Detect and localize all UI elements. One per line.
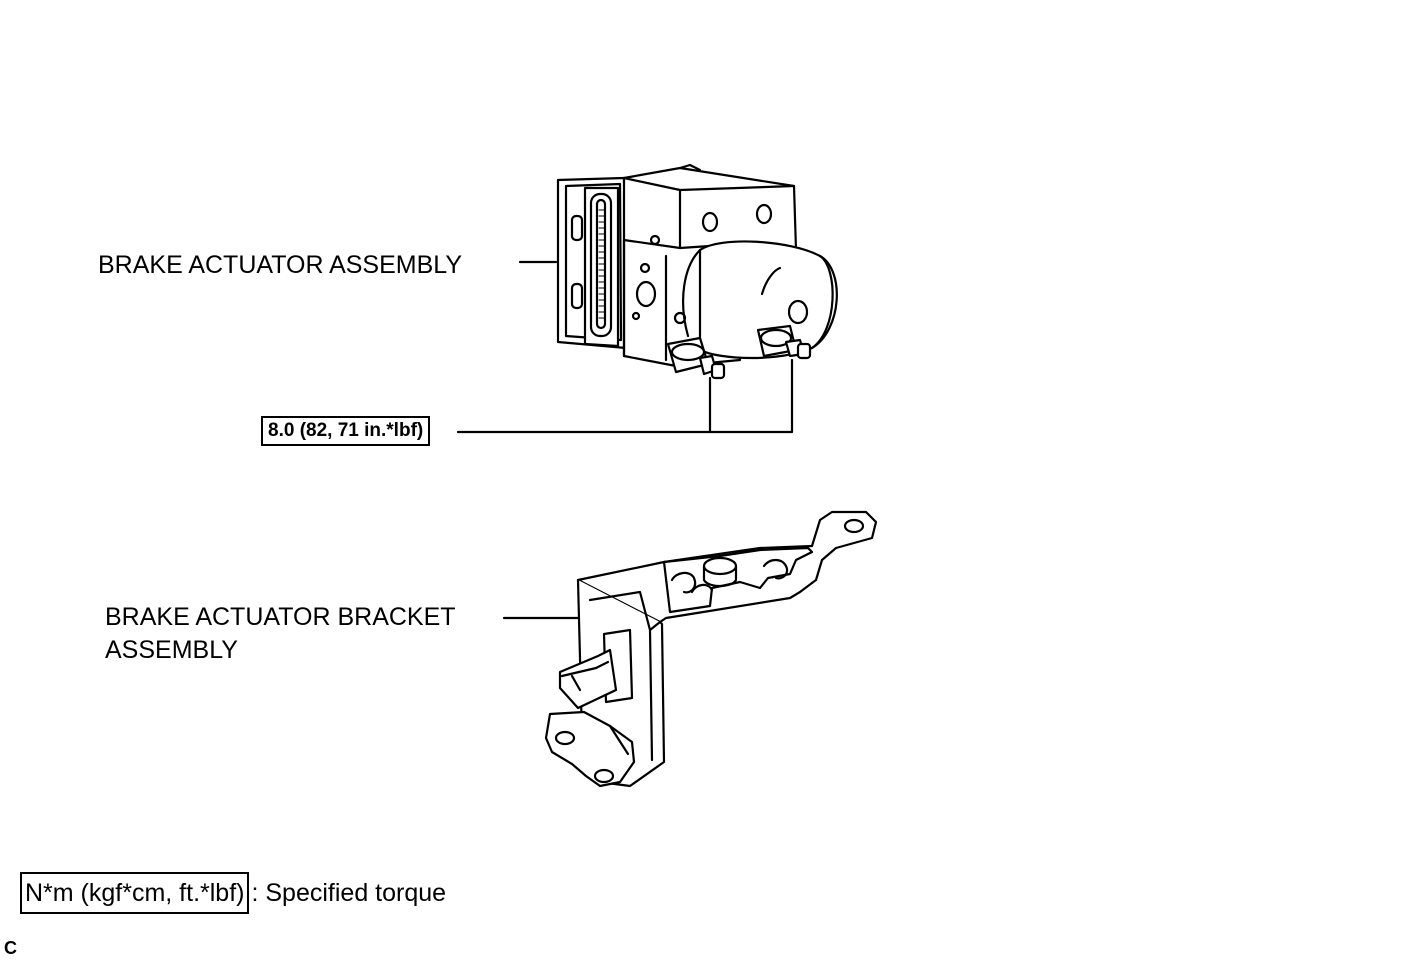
legend-description: : Specified torque — [251, 879, 447, 907]
legend-unit-box: N*m (kgf*cm, ft.*lbf) — [20, 872, 250, 914]
actuator-label: BRAKE ACTUATOR ASSEMBLY — [98, 251, 463, 279]
torque-leader-line — [456, 358, 794, 434]
bracket-illustration — [544, 510, 878, 788]
mounting-stud-left — [666, 336, 726, 380]
figure-code: C — [4, 938, 17, 958]
bracket-label-line1: BRAKE ACTUATOR BRACKET — [105, 603, 456, 631]
mounting-stud-right — [756, 324, 812, 360]
bracket-label-line2: ASSEMBLY — [105, 636, 238, 664]
torque-legend: N*m (kgf*cm, ft.*lbf) : Specified torque — [20, 872, 446, 914]
brake-actuator-illustration — [556, 163, 838, 380]
torque-spec-box: 8.0 (82, 71 in.*lbf) — [261, 416, 431, 446]
